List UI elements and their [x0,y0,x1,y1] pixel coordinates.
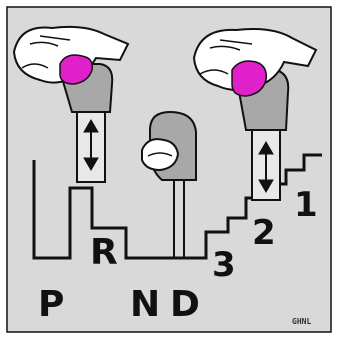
center-hand-on-knob [141,110,197,181]
right-hand-on-knob [192,28,318,131]
center-hand-icon [141,138,180,172]
right-double-arrow-icon [258,141,274,193]
image-code-label: GHNL [292,317,311,326]
right-hand-icon [192,28,318,91]
gear-label-2: 2 [252,213,276,253]
gear-label-n: N [130,284,160,325]
gear-label-r: R [90,232,118,273]
left-double-arrow-icon [83,119,99,171]
right-shift-button-icon [231,60,268,97]
gear-label-3: 3 [212,245,236,285]
left-shift-button-icon [59,54,94,85]
gear-label-d: D [170,284,200,325]
gear-label-p: P [38,284,64,325]
left-hand-on-knob [12,25,130,113]
gear-label-1: 1 [294,185,318,225]
shift-gate-line [32,153,322,260]
